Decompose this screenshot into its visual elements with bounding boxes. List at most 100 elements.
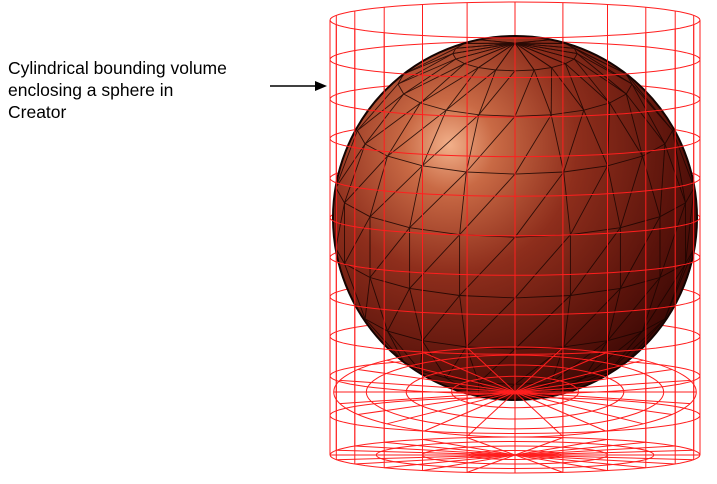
sphere-latitude-edge <box>573 48 578 54</box>
sphere-diagonal-edge <box>420 67 479 104</box>
cylinder-floor-spoke <box>514 348 563 393</box>
cylinder-floor-spoke <box>467 348 516 393</box>
sphere-latitude-edge <box>514 346 564 350</box>
sphere-diagonal-edge <box>335 202 345 249</box>
cylinder-floor-ring <box>365 354 665 430</box>
sphere-diagonal-edge <box>659 202 686 278</box>
sphere-latitude-edge <box>369 277 410 289</box>
sphere-latitude-edge <box>455 58 465 65</box>
sphere-latitude-edge <box>563 340 608 348</box>
sphere-latitude-edge <box>459 295 516 299</box>
sphere-longitude-edge <box>387 102 421 157</box>
sphere-latitude-edge <box>664 130 673 145</box>
sphere-latitude-edge <box>583 102 610 111</box>
sphere-diagonal-edge <box>478 70 516 116</box>
sphere-longitude-edge <box>421 110 447 166</box>
sphere-latitude-edge <box>685 187 695 204</box>
sphere-latitude-edge <box>514 382 552 385</box>
cylinder-floor-spoke <box>514 379 691 393</box>
sphere-latitude-edge <box>369 216 410 229</box>
sphere-diagonal-edge <box>409 234 460 289</box>
sphere-diagonal-edge <box>573 58 610 104</box>
sphere-diagonal-edge <box>478 42 516 68</box>
sphere-latitude-edge <box>409 227 460 236</box>
sphere-diagonal-edge <box>397 58 456 85</box>
sphere-longitude-edge <box>550 114 565 173</box>
sphere-longitude-edge <box>409 288 423 341</box>
sphere-longitude-edge <box>465 114 480 173</box>
sphere-longitude-edge <box>609 102 643 157</box>
caption-line-1: Cylindrical bounding volume <box>8 58 227 78</box>
sphere-latitude-edge <box>551 109 584 116</box>
arrow-right-icon <box>315 81 327 91</box>
cylinder-floor-spoke <box>357 391 516 415</box>
sphere-diagonal-edge <box>514 234 571 299</box>
sphere-diagonal-edge <box>625 93 643 157</box>
sphere-diagonal-edge <box>583 330 643 379</box>
sphere-latitude-edge <box>387 155 423 167</box>
sphere-longitude-edge <box>607 288 621 341</box>
cylinder-floor-spoke <box>514 391 673 415</box>
sphere-latitude-edge <box>335 248 345 264</box>
sphere-latitude-edge <box>534 67 552 71</box>
sphere-latitude-edge <box>570 287 621 296</box>
sphere-diagonal-edge <box>514 295 571 350</box>
sphere-longitude-edge <box>563 295 571 347</box>
sphere-diagonal-edge <box>570 165 608 235</box>
sphere-diagonal-edge <box>576 53 627 95</box>
sphere-longitude-edge <box>573 58 627 95</box>
sphere-latitude-edge <box>514 114 552 117</box>
sphere-diagonal-edge <box>631 83 666 145</box>
sphere-diagonal-edge <box>495 42 516 71</box>
cylinder-cap-ring <box>468 450 562 460</box>
sphere-diagonal-edge <box>607 277 661 341</box>
sphere-diagonal-edge <box>620 216 661 289</box>
sphere-longitude-edge <box>465 346 480 383</box>
sphere-diagonal-edge <box>455 42 516 49</box>
cylinder-floor-spoke <box>514 359 644 393</box>
sphere-latitude-edge <box>620 277 661 289</box>
sphere-diagonal-edge <box>445 346 467 379</box>
sphere-diagonal-edge <box>344 155 388 204</box>
sphere-longitude-edge <box>403 47 456 75</box>
sphere-longitude-edge <box>335 130 358 188</box>
cylinder-floor-spoke <box>339 379 516 393</box>
sphere-longitude-edge <box>403 58 457 95</box>
sphere-latitude-edge <box>478 382 516 385</box>
sphere-latitude-edge <box>514 171 564 175</box>
sphere-diagonal-edge <box>403 53 453 75</box>
sphere-longitude-edge <box>672 130 695 188</box>
cylinder-floor-spoke <box>424 352 516 393</box>
cylinder-floor-spoke <box>514 352 606 393</box>
sphere-longitude-edge <box>459 171 467 235</box>
sphere-diagonal-edge <box>514 42 578 55</box>
caption-line-3: Creator <box>8 102 67 122</box>
sphere-latitude-edge <box>335 187 345 204</box>
sphere-diagonal-edge <box>422 114 480 167</box>
sphere-latitude-edge <box>620 216 661 229</box>
sphere-latitude-edge <box>478 114 516 117</box>
sphere-longitude-edge <box>357 83 399 131</box>
sphere-longitude-edge <box>576 53 633 85</box>
sphere-diagonal-edge <box>563 110 585 173</box>
sphere-diagonal-edge <box>409 171 467 229</box>
cylinder-wireframe-front <box>329 19 701 474</box>
sphere-latitude-edge <box>357 130 366 145</box>
sphere-latitude-edge <box>565 58 575 65</box>
sphere-diagonal-edge <box>335 143 366 188</box>
sphere-latitude-edge <box>625 83 633 95</box>
cylinder-cap-ring <box>422 445 608 465</box>
sphere-longitude-edge <box>478 382 497 400</box>
sphere-latitude-edge <box>466 346 516 350</box>
cylinder-floor-ring <box>405 364 625 420</box>
sphere-latitude-edge <box>387 330 423 342</box>
sphere-diagonal-edge <box>514 42 575 49</box>
sphere-diagonal-edge <box>464 42 516 65</box>
sphere-latitude-edge <box>563 165 608 173</box>
sphere-latitude-edge <box>659 263 686 278</box>
sphere-latitude-edge <box>422 165 467 173</box>
sphere-diagonal-edge <box>422 295 460 341</box>
sphere-longitude-edge <box>607 165 621 228</box>
sphere-latitude-edge <box>420 102 447 111</box>
